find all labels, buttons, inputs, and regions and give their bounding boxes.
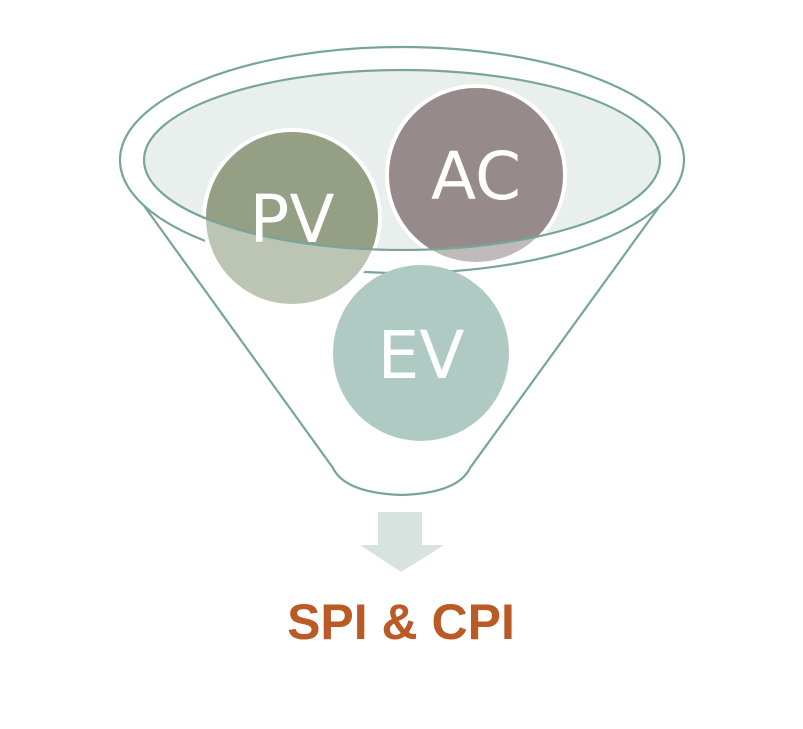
result-label: SPI & CPI — [287, 594, 515, 650]
funnel-opening-edge — [142, 68, 662, 252]
pv-label: PV — [250, 181, 335, 258]
down-arrow-icon — [360, 512, 444, 572]
funnel-outline — [123, 177, 681, 497]
ac-circle-upper — [389, 88, 563, 250]
ev-label: EV — [378, 317, 465, 394]
ac-label: AC — [431, 138, 521, 215]
ev-circle — [333, 265, 509, 441]
pv-circle-upper — [206, 132, 378, 250]
